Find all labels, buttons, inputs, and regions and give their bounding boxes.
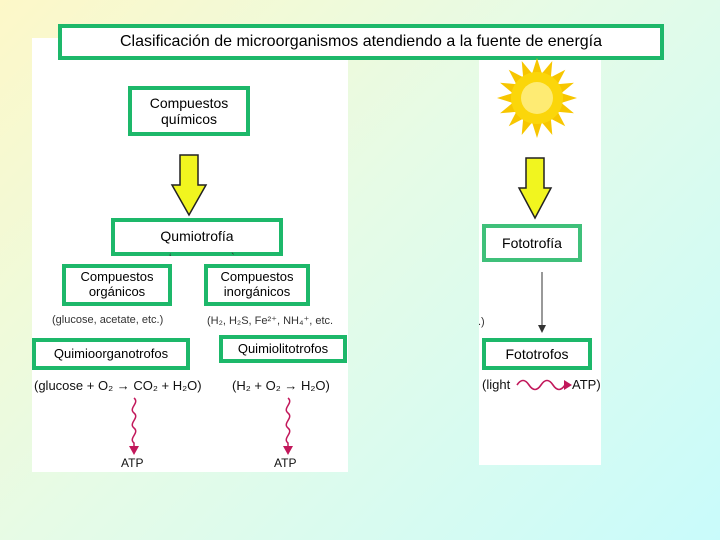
organic-label: Compuestos orgánicos xyxy=(72,270,162,300)
sun-icon xyxy=(497,58,577,138)
inorganic-label: Compuestos inorgánicos xyxy=(212,270,302,300)
chemotrophy-box: Qumiotrofía xyxy=(111,218,283,256)
phototrophs-box: Fototrofos xyxy=(482,338,592,370)
atp-left: ATP xyxy=(121,456,143,470)
chemolithotrophs-label: Quimiolitotrofos xyxy=(238,342,328,357)
paren-fragment: .) xyxy=(478,316,485,328)
inorganic-examples: (H₂, H₂S, Fe²⁺, NH₄⁺, etc. xyxy=(207,314,333,327)
chemotrophy-label: Qumiotrofía xyxy=(160,228,233,244)
organic-equation: (glucose + O₂ → CO₂ + H₂O) xyxy=(34,378,202,393)
phototrophy-label: Fototrofía xyxy=(502,235,562,251)
atp-middle: ATP xyxy=(274,456,296,470)
chemolithotrophs-box: Quimiolitotrofos xyxy=(219,335,347,363)
chemicals-label: Compuestos químicos xyxy=(139,95,239,127)
arrow-fragment-right: ` xyxy=(231,252,235,264)
down-arrow-chem xyxy=(171,155,207,217)
atp-right: ATP) xyxy=(572,377,601,392)
inorganic-box: Compuestos inorgánicos xyxy=(204,264,310,306)
wavy-arrow-left xyxy=(124,398,144,456)
organic-box: Compuestos orgánicos xyxy=(62,264,172,306)
down-arrow-light xyxy=(518,158,552,220)
page-title-text: Clasificación de microorganismos atendie… xyxy=(120,33,602,51)
chemicals-box: Compuestos químicos xyxy=(128,86,250,136)
light-label: (light xyxy=(482,377,510,392)
phototrophy-box: Fototrofía xyxy=(482,224,582,262)
thin-arrow-down xyxy=(536,272,548,334)
chemoorganotrophs-label: Quimioorganotrofos xyxy=(54,347,168,362)
wavy-arrow-light xyxy=(517,377,577,393)
organic-examples: (glucose, acetate, etc.) xyxy=(52,314,163,326)
wavy-arrow-middle xyxy=(278,398,298,456)
page-title: Clasificación de microorganismos atendie… xyxy=(58,24,664,60)
arrow-fragment-left: ‘ xyxy=(169,252,171,264)
phototrophs-label: Fototrofos xyxy=(505,346,568,362)
inorganic-equation: (H₂ + O₂ → H₂O) xyxy=(232,378,330,393)
chemoorganotrophs-box: Quimioorganotrofos xyxy=(32,338,190,370)
